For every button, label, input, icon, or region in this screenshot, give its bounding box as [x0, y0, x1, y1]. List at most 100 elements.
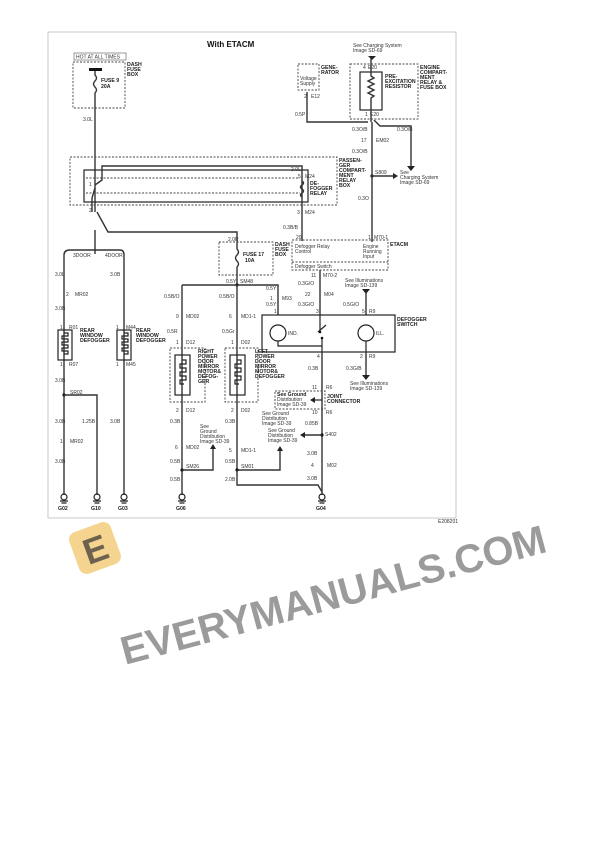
diagram-label: 2 — [176, 408, 179, 414]
diagram-label: 1 — [365, 112, 368, 118]
diagram-label: DEFOGGER — [80, 338, 110, 344]
diagram-label: S809 — [375, 170, 387, 176]
diagram-label: 3.0L — [55, 272, 65, 278]
diagram-label: 3.0L — [83, 117, 93, 123]
diagram-label: 1 — [60, 325, 63, 331]
diagram-label: CONNECTOR — [327, 399, 361, 405]
diagram-title: With ETACM — [207, 40, 255, 49]
diagram-label: 0.3G/B — [346, 366, 362, 372]
diagram-label: 0.5Y — [226, 279, 237, 285]
diagram-label: 0.5B/O — [164, 294, 180, 300]
diagram-label: 20A — [101, 84, 111, 90]
diagram-label: 1 — [89, 182, 92, 188]
diagram-label: DEFOGGER — [136, 338, 166, 344]
diagram-label: D02 — [241, 408, 250, 414]
diagram-label: 1.25B — [82, 419, 96, 425]
diagram-label: MOTOR& — [198, 369, 221, 375]
diagram-label: 0.3B — [308, 366, 319, 372]
diagram-label: See Ground — [262, 411, 289, 417]
diagram-label: See — [400, 170, 409, 176]
diagram-label: 1 — [368, 235, 371, 241]
diagram-label: Control — [295, 249, 311, 255]
diagram-label: ETACM — [390, 242, 408, 248]
diagram-label: 0.5G/O — [343, 302, 359, 308]
diagram-frame — [47, 31, 457, 519]
diagram-label: FUSE 9 — [101, 78, 119, 84]
diagram-label: See — [200, 424, 209, 430]
diagram-label: GER — [339, 163, 350, 169]
diagram-label: 0.5Y — [266, 286, 277, 292]
diagram-label: G02 — [58, 506, 68, 512]
diagram-label: G04 — [316, 506, 326, 512]
diagram-label: REAR — [136, 328, 151, 334]
diagram-label: 4DOOR — [105, 253, 123, 259]
watermark-logo: E — [69, 522, 121, 574]
diagram-label: 3.0B — [110, 419, 121, 425]
diagram-label: FUSE BOX — [420, 85, 447, 91]
diagram-label: DASH — [127, 62, 142, 68]
diagram-label: M44 — [126, 325, 136, 331]
diagram-label: SM48 — [240, 279, 253, 285]
diagram-label: M70-1 — [374, 235, 388, 241]
diagram-label: Image SD-139 — [350, 386, 382, 392]
diagram-label: 0.3B/B — [283, 225, 299, 231]
diagram-label: 1 — [60, 439, 63, 445]
diagram-label: ILL. — [376, 331, 384, 337]
diagram-label: SM26 — [186, 464, 199, 470]
diagram-label: R6 — [326, 410, 333, 416]
diagram-label: 2.0L — [291, 167, 301, 173]
diagram-label: 22 — [305, 292, 311, 298]
diagram-label: M45 — [126, 362, 136, 368]
diagram-label: M04 — [324, 292, 334, 298]
diagram-label: Image SD-39 — [277, 402, 307, 408]
diagram-label: 4 — [363, 65, 366, 71]
diagram-label: R07 — [69, 362, 78, 368]
diagram-label: WINDOW — [136, 333, 159, 339]
diagram-label: 20 — [296, 235, 302, 241]
diagram-label: BOX — [275, 252, 287, 258]
diagram-label: Image SD-69 — [353, 48, 383, 54]
diagram-label: 5 — [362, 309, 365, 315]
diagram-label: Distribution — [277, 397, 302, 403]
diagram-label: 2 — [89, 208, 92, 214]
diagram-label: WINDOW — [80, 333, 103, 339]
diagram-label: M93 — [282, 296, 292, 302]
diagram-label: D12 — [186, 340, 195, 346]
diagram-label: 10 — [312, 410, 318, 416]
diagram-label: SM01 — [241, 464, 254, 470]
diagram-label: 4 — [317, 354, 320, 360]
diagram-label: 3 — [297, 210, 300, 216]
diagram-label: RESISTOR — [385, 84, 412, 90]
diagram-label: S402 — [325, 432, 337, 438]
diagram-label: M02 — [327, 463, 337, 469]
diagram-label: 11 — [312, 385, 317, 391]
diagram-label: 0.5R — [167, 329, 178, 335]
diagram-label: 0.3O/B — [397, 127, 413, 133]
diagram-label: IND. — [288, 331, 298, 337]
diagram-label: 0.5B — [170, 477, 181, 483]
diagram-label: R6 — [326, 385, 333, 391]
diagram-label: DOOR — [255, 359, 271, 365]
diagram-label: MR02 — [70, 439, 84, 445]
diagram-label: COMPART- — [339, 168, 367, 174]
diagram-label: Distribution — [262, 416, 287, 422]
diagram-label: R01 — [69, 325, 78, 331]
rear-window-defoggers: 3DOOR 4DOOR 3.0L 2 MR02 3.0B 1 R01 REAR … — [55, 253, 166, 512]
diagram-label: See Charging System — [353, 43, 402, 49]
diagram-label: 0.85B — [305, 421, 319, 427]
diagram-label: MENT — [339, 173, 355, 179]
diagram-label: FUSE 17 — [243, 252, 264, 258]
diagram-label: 4 — [311, 463, 314, 469]
diagram-label: Supply — [300, 81, 316, 87]
diagram-label: BOX — [127, 72, 139, 78]
diagram-label: GENE- — [321, 65, 338, 71]
diagram-label: RELAY & — [420, 80, 442, 86]
diagram-label: Distribution — [268, 433, 293, 439]
diagram-label: RATOR — [321, 70, 339, 76]
diagram-label: RIGHT — [198, 349, 215, 355]
diagram-label: SR02 — [70, 390, 83, 396]
fuse17-box: 2.0R FUSE 17 10A DASH FUSE BOX 0.5Y SM48 — [218, 237, 290, 287]
diagram-label: DEFOGGER — [397, 317, 427, 323]
diagram-label: 2.0B — [225, 477, 236, 483]
